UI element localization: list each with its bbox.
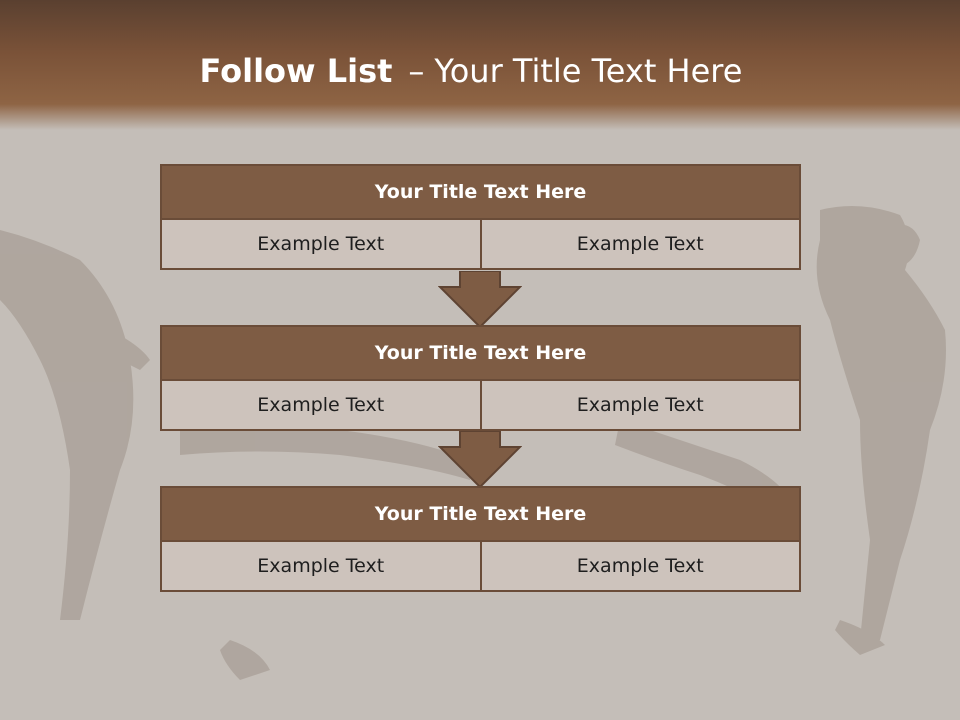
list-block-2: Your Title Text Here Example Text Exampl… — [160, 325, 801, 431]
slide-title: Follow List–Your Title Text Here — [0, 52, 942, 90]
slide-title-separator: – — [408, 52, 425, 90]
block-title: Your Title Text Here — [160, 325, 801, 381]
block-cell-right: Example Text — [481, 220, 801, 270]
header-band — [0, 0, 960, 130]
block-cell-left: Example Text — [160, 220, 482, 270]
slide-title-text: Your Title Text Here — [434, 52, 743, 90]
block-title: Your Title Text Here — [160, 164, 801, 220]
block-row: Example Text Example Text — [160, 220, 801, 270]
block-title: Your Title Text Here — [160, 486, 801, 542]
down-arrow-icon — [438, 431, 522, 489]
block-cell-left: Example Text — [160, 381, 482, 431]
block-cell-left: Example Text — [160, 542, 482, 592]
list-block-3: Your Title Text Here Example Text Exampl… — [160, 486, 801, 592]
block-row: Example Text Example Text — [160, 542, 801, 592]
list-block-1: Your Title Text Here Example Text Exampl… — [160, 164, 801, 270]
block-cell-right: Example Text — [481, 381, 801, 431]
block-row: Example Text Example Text — [160, 381, 801, 431]
down-arrow-icon — [438, 271, 522, 329]
block-cell-right: Example Text — [481, 542, 801, 592]
slide-title-bold: Follow List — [199, 52, 393, 90]
